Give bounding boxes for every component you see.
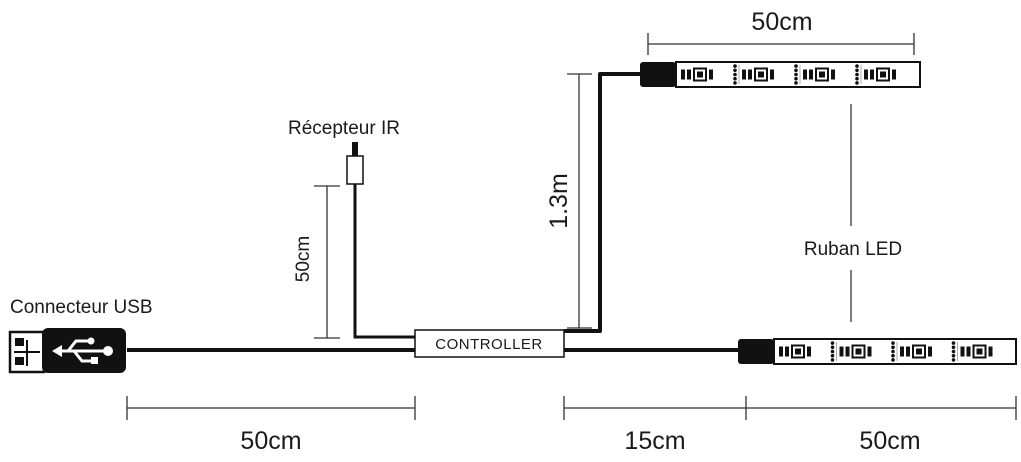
- strip-resistor: [709, 69, 713, 80]
- dim-ir-cable: [314, 185, 340, 339]
- usb-symbol-icon: [52, 337, 113, 364]
- dim-bottom-strip: [746, 396, 1017, 420]
- led-chip-core: [976, 348, 983, 355]
- solder-pad: [794, 64, 798, 68]
- strip-resistor: [809, 69, 813, 80]
- dim-top-strip: [647, 33, 915, 55]
- usb-connector-label: Connecteur USB: [10, 297, 153, 318]
- led-chip-core: [855, 348, 862, 355]
- solder-pad: [891, 358, 895, 362]
- strip-bottom-connector: [738, 339, 774, 364]
- led-chip-core: [819, 71, 825, 78]
- strip-resistor: [803, 69, 807, 80]
- strip-resistor: [748, 69, 752, 80]
- solder-pad: [891, 345, 895, 350]
- strip-resistor: [928, 346, 932, 357]
- led-chip-core: [697, 71, 703, 78]
- solder-pad: [855, 81, 859, 85]
- dim-controller-to-strip: [563, 396, 747, 420]
- strip-top-connector: [640, 62, 676, 87]
- strip-resistor: [900, 346, 904, 357]
- solder-pad: [891, 349, 895, 354]
- led-chip-core: [880, 71, 886, 78]
- solder-pad: [830, 345, 835, 350]
- led-chip-core: [758, 71, 764, 78]
- strip-resistor: [831, 69, 835, 80]
- strip-resistor: [906, 346, 910, 357]
- solder-pad: [794, 68, 798, 73]
- solder-pad: [733, 81, 737, 85]
- ir-receiver: [346, 142, 364, 185]
- strip-resistor: [845, 346, 850, 357]
- solder-pad: [733, 68, 737, 73]
- solder-pad: [733, 64, 737, 68]
- dim-ir-cable-label: 50cm: [293, 236, 314, 282]
- solder-pad: [794, 72, 798, 77]
- strip-resistor: [867, 346, 872, 357]
- solder-pad: [830, 353, 835, 358]
- solder-pad: [855, 72, 859, 77]
- solder-pad: [733, 72, 737, 77]
- solder-pad: [951, 341, 956, 345]
- solder-pad: [891, 353, 895, 358]
- dim-usb-cable: [126, 396, 416, 420]
- strip-resistor: [864, 69, 868, 80]
- ir-receiver-label: Récepteur IR: [288, 118, 400, 139]
- led-strip-top: [640, 61, 921, 88]
- dim-branch-height: [567, 73, 592, 329]
- strip-resistor: [988, 346, 993, 357]
- strip-cable-top: [564, 72, 640, 333]
- dim-usb-cable-label: 50cm: [240, 427, 301, 455]
- solder-pad: [951, 349, 956, 354]
- solder-pad: [794, 76, 798, 81]
- solder-pad: [951, 345, 956, 350]
- strip-resistor: [839, 346, 844, 357]
- solder-pad: [855, 76, 859, 81]
- strip-resistor: [742, 69, 746, 80]
- strip-resistor: [966, 346, 971, 357]
- strip-resistor: [770, 69, 774, 80]
- solder-pad: [951, 358, 956, 362]
- solder-pad: [951, 353, 956, 358]
- solder-pad: [830, 358, 835, 362]
- solder-pad: [855, 68, 859, 73]
- led-strip-bottom: [738, 338, 1017, 365]
- strip-resistor: [681, 69, 685, 80]
- controller-box: [414, 329, 565, 358]
- led-chip-core: [916, 348, 922, 355]
- solder-pad: [830, 341, 835, 345]
- solder-pad: [855, 64, 859, 68]
- dim-controller-to-strip-label: 15cm: [624, 427, 685, 455]
- solder-pad: [733, 76, 737, 81]
- led-strip-label: Ruban LED: [804, 239, 902, 260]
- strip-resistor: [960, 346, 965, 357]
- ir-cable: [353, 184, 415, 339]
- dim-branch-height-label: 1.3m: [545, 173, 573, 229]
- strip-resistor: [807, 346, 811, 357]
- led-chip-core: [795, 348, 801, 355]
- strip-resistor: [870, 69, 874, 80]
- controller-label: CONTROLLER: [435, 336, 543, 353]
- solder-pad: [794, 81, 798, 85]
- strip-resistor: [687, 69, 691, 80]
- dim-bottom-strip-label: 50cm: [859, 427, 920, 455]
- solder-pad: [891, 341, 895, 345]
- solder-pad: [830, 349, 835, 354]
- dim-top-strip-label: 50cm: [751, 8, 812, 36]
- strip-resistor: [892, 69, 896, 80]
- strip-resistor: [785, 346, 789, 357]
- strip-resistor: [779, 346, 783, 357]
